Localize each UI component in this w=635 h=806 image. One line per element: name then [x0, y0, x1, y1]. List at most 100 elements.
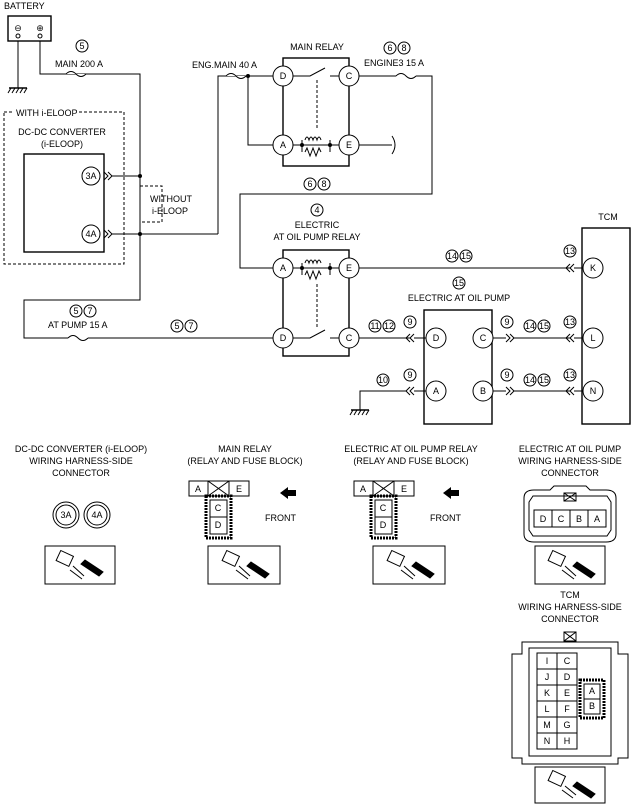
svg-text:D: D: [280, 333, 287, 343]
tcm-conn-b: B: [589, 701, 595, 711]
svg-text:3A: 3A: [60, 510, 71, 520]
svg-text:4: 4: [314, 205, 319, 215]
eaop-relay-resistor: [304, 269, 322, 281]
svg-text:6: 6: [387, 43, 392, 53]
svg-text:A: A: [280, 140, 286, 150]
dcdc-conn-hand-icon: [44, 545, 116, 585]
svg-text:C: C: [346, 333, 353, 343]
eaopr-conn-a: A: [360, 484, 366, 494]
dcdc-conn-3a: [52, 501, 80, 529]
circled-9-a: 9: [403, 368, 417, 382]
mainrelay-conn-title-1: MAIN RELAY: [218, 444, 272, 454]
eaop-relay-switch: [293, 329, 326, 339]
tcm-conn-m: M: [543, 720, 551, 730]
dcdc-pin-4a-label: 4A: [85, 229, 96, 239]
battery-pos-post: [37, 33, 43, 39]
svg-text:9: 9: [407, 370, 412, 380]
circled-15-c: 15: [537, 373, 551, 387]
svg-text:7: 7: [87, 306, 92, 316]
eaopr-conn-title-1: ELECTRIC AT OIL PUMP RELAY: [344, 444, 478, 454]
tcm-label: TCM: [598, 212, 618, 222]
dcdc-pin-3a: [81, 166, 101, 186]
main-relay-e-wire-end: [391, 135, 396, 155]
circled-5-left: 5: [69, 304, 83, 318]
circled-6-mid: 6: [303, 177, 317, 191]
svg-text:C: C: [346, 71, 353, 81]
svg-text:9: 9: [407, 317, 412, 327]
svg-text:5: 5: [73, 306, 78, 316]
tcm-conn-title-1: TCM: [560, 590, 580, 600]
svg-text:6: 6: [307, 179, 312, 189]
circled-15-eaop: 15: [452, 276, 466, 290]
main-relay-switch: [293, 67, 326, 77]
pump-d-connector: [405, 333, 415, 343]
tcm-conn-g: G: [563, 720, 570, 730]
main-relay-box: [282, 57, 350, 167]
mainrelay-conn-face: [188, 480, 250, 540]
svg-text:7: 7: [188, 321, 193, 331]
dcdc-converter-body: [23, 153, 105, 253]
tcm-conn-l: L: [544, 704, 549, 714]
svg-text:14: 14: [525, 375, 535, 385]
svg-text:15: 15: [539, 375, 549, 385]
tcm-conn-d: D: [564, 672, 571, 682]
mainrelay-conn-hand-icon: [207, 545, 281, 585]
svg-text:15: 15: [454, 278, 464, 288]
tcm-conn-title-3: CONNECTOR: [541, 614, 599, 624]
tcm-pin-k: [582, 257, 604, 279]
svg-text:8: 8: [401, 43, 406, 53]
circled-13-k: 13: [563, 244, 577, 258]
pump-c-connector: [505, 333, 515, 343]
battery-plus: ⊕: [36, 23, 44, 33]
circled-11: 11: [368, 319, 382, 333]
svg-text:14: 14: [525, 321, 535, 331]
eaop-body: [423, 309, 493, 425]
svg-text:14: 14: [447, 251, 457, 261]
eaopr-conn-e: E: [401, 484, 407, 494]
battery-neg-post: [15, 33, 21, 39]
circled-6-top: 6: [383, 41, 397, 55]
eaop-conn-b: B: [576, 514, 582, 524]
svg-text:4A: 4A: [91, 510, 102, 520]
main-power-wire: [23, 41, 141, 339]
main-200a-label: MAIN 200 A: [55, 59, 103, 69]
mainrelay-front-label: FRONT: [265, 513, 296, 523]
tcm-conn-face: [511, 631, 629, 765]
mainrelay-conn-title-2: (RELAY AND FUSE BLOCK): [187, 456, 302, 466]
circled-14-c: 14: [523, 373, 537, 387]
tcm-conn-hand-icon: [534, 766, 606, 804]
svg-text:D: D: [433, 333, 440, 343]
tcm-conn-a: A: [589, 686, 595, 696]
at-pump-15a-fuse: [67, 335, 89, 341]
mainrelay-conn-c: C: [215, 503, 222, 513]
eaop-conn-hand-icon: [534, 545, 606, 585]
circled-9-b: 9: [500, 368, 514, 382]
eaopr-front-arrow-icon: [443, 487, 459, 499]
at-pump-15a-label: AT PUMP 15 A: [48, 320, 108, 330]
svg-text:A: A: [280, 263, 286, 273]
tcm-conn-h: H: [564, 736, 571, 746]
engine3-15a-label: ENGINE3 15 A: [364, 58, 424, 68]
circled-13-n: 13: [563, 368, 577, 382]
without-ieloop-label-2: i-ELOOP: [152, 206, 188, 216]
circled-12: 12: [382, 319, 396, 333]
engine3-15a-fuse: [395, 73, 417, 79]
mainrelay-conn-e: E: [236, 484, 242, 494]
svg-text:13: 13: [565, 246, 575, 256]
battery-minus: ⊖: [14, 23, 22, 33]
svg-text:D: D: [280, 71, 287, 81]
circled-13-l: 13: [563, 315, 577, 329]
circled-4: 4: [310, 203, 324, 217]
svg-text:15: 15: [461, 251, 471, 261]
dcdc-conn-4a: [83, 501, 111, 529]
main-relay-resistor: [304, 146, 322, 158]
without-ieloop-jumper: [140, 185, 163, 223]
svg-text:E: E: [346, 140, 352, 150]
eaopr-conn-c: C: [380, 503, 387, 513]
mainrelay-conn-a: A: [195, 484, 201, 494]
mainrelay-conn-d: D: [215, 520, 222, 530]
tcm-conn-e: E: [564, 688, 570, 698]
svg-text:12: 12: [384, 321, 394, 331]
